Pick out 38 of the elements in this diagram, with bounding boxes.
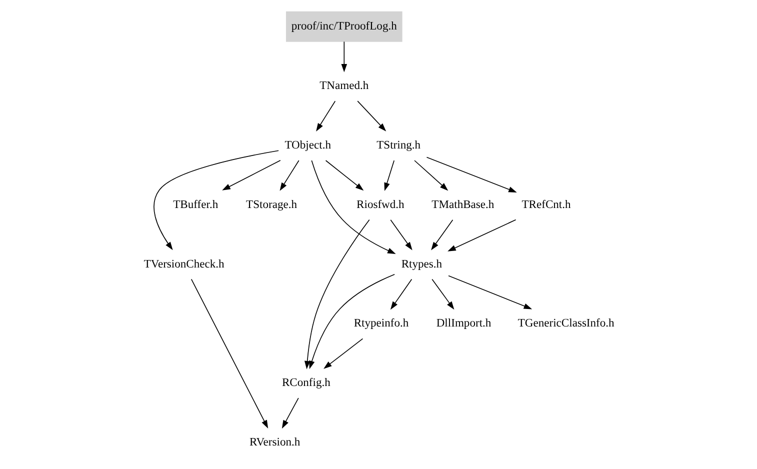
node-text: TVersionCheck.h — [143, 258, 224, 270]
node-text: TObject.h — [284, 139, 330, 152]
arrow — [430, 219, 453, 250]
arrow — [279, 160, 299, 191]
arrow — [222, 160, 280, 190]
node-text: TRefCnt.h — [521, 198, 570, 211]
node-text: DllImport.h — [436, 318, 491, 330]
node-text: TString.h — [376, 139, 420, 152]
arrow — [153, 150, 278, 250]
node-text: Rtypeinfo.h — [353, 318, 408, 330]
node-box: proof/inc/TProofLog.h — [285, 11, 402, 42]
arrow — [448, 275, 532, 310]
node-text: Rtypes.h — [400, 258, 442, 270]
arrow — [340, 41, 347, 72]
node-text: TGenericClassInfo.h — [517, 318, 614, 330]
node-text: RConfig.h — [281, 377, 330, 390]
arrow — [390, 219, 412, 250]
node-text: Riosfwd.h — [356, 198, 404, 211]
arrow — [323, 338, 363, 369]
arrow — [316, 100, 336, 132]
arrow — [414, 160, 448, 191]
node-text: TBuffer.h — [172, 198, 218, 211]
arrow — [390, 278, 412, 310]
arrow — [431, 278, 454, 310]
arrow — [447, 219, 516, 252]
arrow — [281, 398, 298, 429]
arrow — [356, 100, 386, 132]
node-text: TStorage.h — [246, 198, 297, 211]
arrow — [324, 160, 364, 191]
node-text: TNamed.h — [319, 80, 368, 92]
arrow — [310, 160, 396, 254]
arrow — [308, 274, 394, 370]
node-text: TMathBase.h — [431, 198, 494, 211]
arrow — [304, 219, 370, 370]
arrow — [426, 156, 516, 192]
node-text: RVersion.h — [248, 436, 300, 448]
arrow — [384, 160, 394, 192]
arrow — [190, 278, 268, 428]
